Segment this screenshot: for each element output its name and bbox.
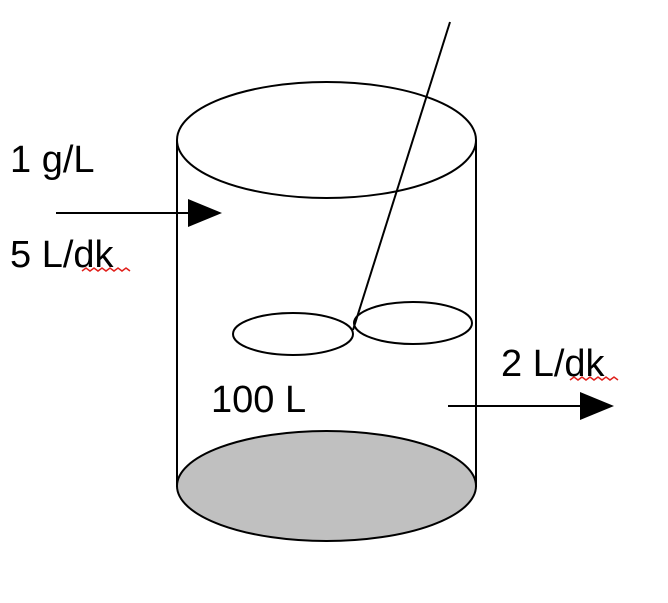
outflow-arrow-head bbox=[580, 392, 614, 420]
tank-volume-label: 100 L bbox=[211, 379, 306, 421]
inflow-rate-value: 5 L/ bbox=[10, 234, 74, 276]
outflow-rate-value: 2 L/ bbox=[501, 343, 565, 385]
impeller-blade-left bbox=[232, 312, 354, 356]
inflow-arrow-head bbox=[188, 199, 222, 227]
tank-top bbox=[176, 81, 477, 199]
outflow-spellcheck-underline bbox=[569, 376, 619, 381]
inflow-spellcheck-underline bbox=[81, 267, 131, 272]
inflow-concentration-label: 1 g/L bbox=[10, 139, 95, 181]
outflow-rate-label: 2 L/dk bbox=[501, 343, 606, 385]
inflow-rate-label: 5 L/dk bbox=[10, 234, 115, 276]
impeller-blade-right bbox=[353, 301, 473, 345]
tank-bottom bbox=[176, 430, 477, 542]
stirrer-shaft bbox=[352, 21, 451, 331]
